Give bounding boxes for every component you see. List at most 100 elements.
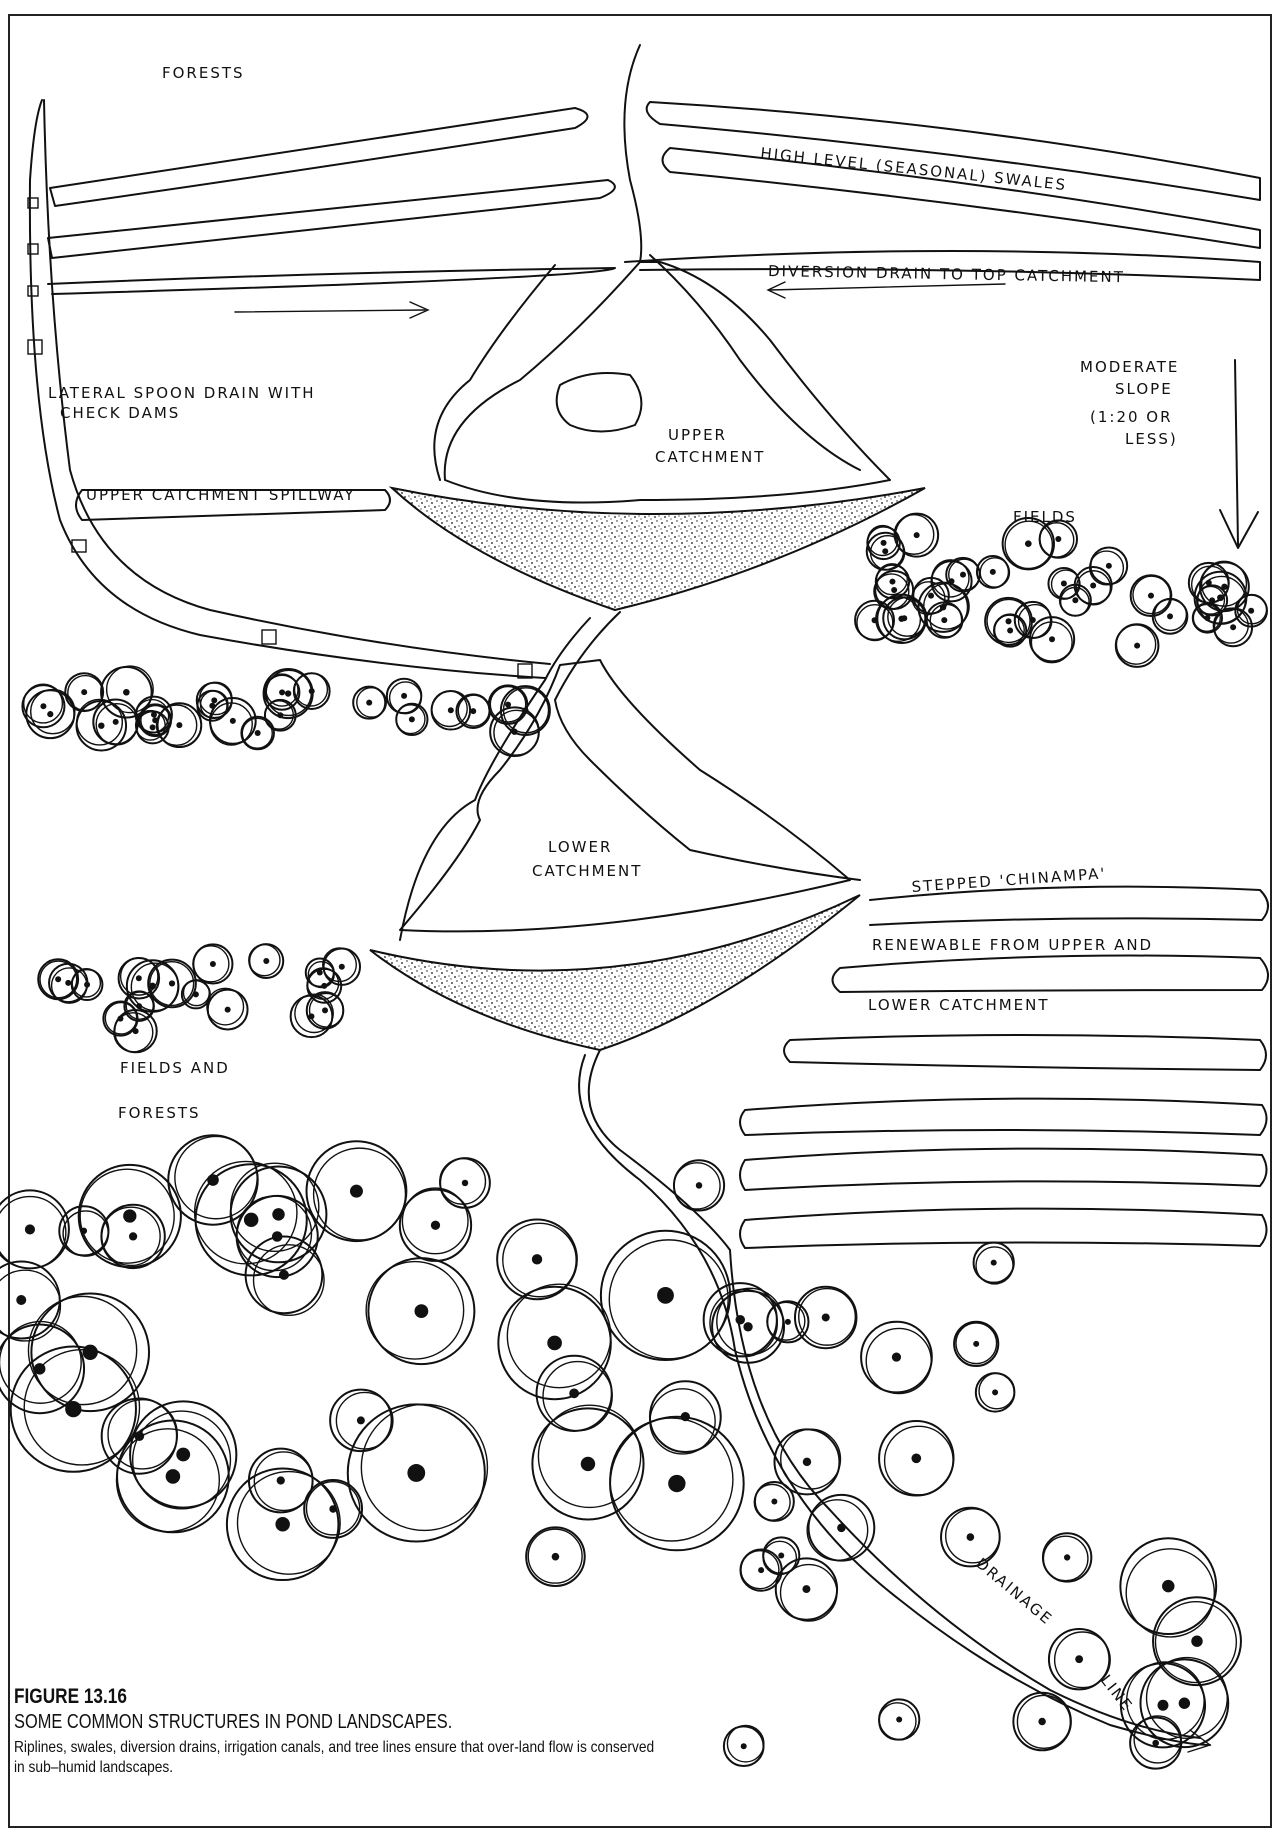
tree-trunk (263, 958, 269, 964)
drainage-line-middle (400, 612, 860, 940)
tree-trunk (771, 1498, 777, 1504)
tree-trunk (532, 1254, 542, 1264)
tree-trunk (272, 1208, 284, 1220)
label-chinampa-1: STEPPED 'CHINAMPA' (911, 864, 1107, 896)
tree-trunk (279, 689, 285, 695)
tree-trunk (244, 1213, 258, 1227)
tree-trunk (681, 1412, 690, 1421)
tree-trunk (1090, 583, 1096, 589)
label-chinampa-3: LOWER CATCHMENT (868, 996, 1050, 1014)
tree-trunk (967, 1533, 975, 1541)
tree-trunk (409, 716, 415, 722)
tree-trunk (928, 593, 934, 599)
tree-trunk (317, 970, 323, 976)
tree-trunk (1148, 593, 1154, 599)
tree-trunk (169, 980, 175, 986)
tree-trunk (366, 700, 372, 706)
tree-trunk (1167, 613, 1173, 619)
tree-trunk (657, 1287, 674, 1304)
label-lower-2: CATCHMENT (532, 862, 642, 880)
tree-trunk (176, 1448, 190, 1462)
label-spillway: UPPER CATCHMENT SPILLWAY (86, 486, 356, 504)
tree-trunk (1007, 627, 1013, 633)
tree-trunk (822, 1313, 830, 1321)
tree-trunk (65, 1401, 81, 1417)
tree-trunk (84, 982, 90, 988)
tree-canopy-outline (31, 690, 75, 734)
label-forests: FORESTS (162, 64, 245, 82)
tree-trunk (973, 1341, 979, 1347)
tree-trunk (941, 617, 947, 623)
tree-trunk (896, 1717, 902, 1723)
tree-trunk (891, 587, 897, 593)
tree-trunk (431, 1221, 440, 1230)
tree-trunk (277, 1476, 285, 1484)
tree-canopy (0, 1262, 60, 1339)
tree-trunk (1049, 636, 1055, 642)
label-fields-forests-1: FIELDS AND (120, 1059, 230, 1077)
tree-trunk (98, 722, 104, 728)
tree-trunk (210, 961, 216, 967)
tree-trunk (1075, 1655, 1083, 1663)
tree-trunk (569, 1388, 579, 1398)
tree-trunk (272, 1231, 283, 1242)
tree-trunk (990, 569, 996, 575)
label-diversion: DIVERSION DRAIN TO TOP CATCHMENT (768, 262, 1125, 286)
tree-trunk (1221, 584, 1227, 590)
tree-canopy-outline (1134, 1716, 1181, 1763)
tree-trunk (882, 548, 888, 554)
tree-trunk (758, 1567, 764, 1573)
tree-trunk (881, 540, 887, 546)
tree-trunk (743, 1322, 752, 1331)
tree-trunk (150, 724, 156, 730)
label-slope-2: SLOPE (1115, 380, 1173, 398)
tree-trunk (1038, 1718, 1045, 1725)
tree-trunk (1025, 540, 1032, 547)
tree-trunk (129, 1232, 137, 1240)
tree-trunk (735, 1315, 745, 1325)
tree-trunk (81, 689, 87, 695)
tree-trunk (322, 1007, 328, 1013)
tree-trunk (285, 690, 291, 696)
tree-trunk (668, 1475, 685, 1492)
tree-trunk (1005, 618, 1011, 624)
tree-trunk (1230, 624, 1236, 630)
label-upper-1: UPPER (668, 426, 727, 444)
tree-trunk (1179, 1698, 1190, 1709)
label-spoon-1: LATERAL SPOON DRAIN WITH (48, 384, 316, 402)
tree-trunk (1191, 1636, 1202, 1647)
tree-trunk (1072, 597, 1078, 603)
tree-trunk (309, 688, 315, 694)
tree-trunk (462, 1180, 468, 1186)
tree-trunk (1158, 1700, 1169, 1711)
tree-trunk (778, 1552, 784, 1558)
tree-trunk (117, 1016, 123, 1022)
label-slope-3: (1:20 OR (1090, 408, 1173, 426)
tree-trunk (1106, 563, 1112, 569)
tree-trunk (552, 1553, 560, 1561)
tree-canopy-outline (781, 1565, 837, 1621)
tree-trunk (357, 1416, 365, 1424)
lower-catchment (370, 660, 860, 1050)
tree-trunk (802, 1585, 810, 1593)
tree-trunk (136, 975, 142, 981)
tree-trunk (152, 717, 158, 723)
tree-trunk (889, 579, 895, 585)
tree-canopy-outline (1126, 1549, 1214, 1637)
figure-description: Riplines, swales, diversion drains, irri… (14, 1738, 668, 1778)
tree-trunk (470, 708, 476, 714)
tree-canopy-outline (28, 1296, 136, 1404)
tree-canopy-outline (650, 1389, 715, 1454)
tree-trunk (230, 718, 236, 724)
drainage-line-lower (579, 1050, 1210, 1745)
tree-trunk (401, 693, 407, 699)
figure-title: SOME COMMON STRUCTURES IN POND LANDSCAPE… (14, 1711, 604, 1734)
tree-trunk (1134, 643, 1140, 649)
tree-canopy-outline (1031, 622, 1072, 663)
tree-trunk (505, 702, 511, 708)
tree-trunk (211, 697, 217, 703)
tree-trunk (136, 1003, 142, 1009)
tree-trunk (1064, 1554, 1070, 1560)
tree-trunk (65, 980, 71, 986)
